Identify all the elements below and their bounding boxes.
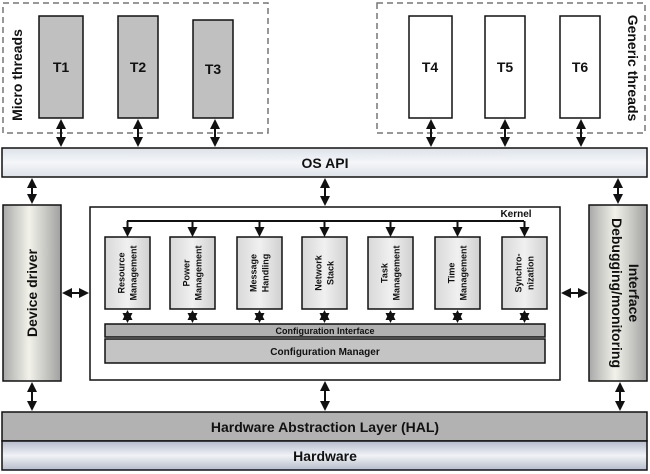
- hardware-layer[interactable]: [1, 440, 648, 471]
- debug-label-line1: Debugging/monitoring: [609, 218, 625, 368]
- configuration-interface-label: Configuration Interface: [275, 326, 374, 336]
- kernel-module-label-line2: Management: [392, 245, 402, 300]
- configuration-manager[interactable]: [104, 338, 546, 364]
- hal-label: Hardware Abstraction Layer (HAL): [211, 419, 439, 435]
- thread-t6-label: T6: [572, 59, 589, 75]
- kernel-module-box[interactable]: [501, 236, 548, 310]
- thread-t5-label: T5: [497, 59, 514, 75]
- kernel-module-label-line1: Message: [249, 254, 259, 292]
- thread-t2[interactable]: [117, 15, 159, 119]
- thread-t6[interactable]: [559, 15, 601, 119]
- thread-arrows: [56, 119, 586, 147]
- hardware-label: Hardware: [293, 448, 357, 464]
- thread-t5[interactable]: [484, 15, 526, 119]
- osapi-arrows: [27, 178, 623, 206]
- generic-threads-label: Generic threads: [625, 15, 641, 122]
- kernel-module-label-line2: Stack: [326, 260, 336, 285]
- thread-t1-label: T1: [53, 59, 70, 75]
- thread-t1[interactable]: [38, 15, 84, 119]
- debug-label-line2: Interface: [626, 264, 642, 323]
- kernel-module-label-line2: Management: [459, 245, 469, 300]
- kernel-module-label-line1: Power: [182, 259, 192, 287]
- thread-t3[interactable]: [192, 19, 234, 119]
- generic-threads-border: [376, 2, 646, 134]
- thread-t3-label: T3: [205, 61, 222, 77]
- kernel-module-box[interactable]: [236, 236, 283, 310]
- kernel-label: Kernel: [500, 209, 531, 220]
- kernel-module-label-line2: nization: [526, 256, 536, 290]
- os-api-label: OS API: [302, 155, 349, 171]
- kernel-module-label-line1: Resource: [117, 252, 127, 293]
- thread-t2-label: T2: [130, 59, 147, 75]
- kernel-module-label-line2: Handling: [261, 254, 271, 293]
- kernel-module-box[interactable]: [301, 236, 348, 310]
- kernel-module-label-line1: Time: [447, 263, 457, 284]
- os-api-layer[interactable]: [1, 147, 648, 178]
- kernel-module-label-line1: Synchro-: [514, 253, 524, 292]
- generic-threads-group: Generic threads T4 T5 T6: [376, 2, 646, 134]
- device-driver[interactable]: [2, 204, 62, 382]
- configuration-interface[interactable]: [104, 323, 546, 338]
- kernel-module-label-line1: Network: [314, 254, 324, 291]
- kernel-module-box[interactable]: [104, 236, 151, 310]
- device-driver-label: Device driver: [24, 248, 40, 336]
- hal-layer[interactable]: [1, 411, 648, 442]
- kernel-module[interactable]: Synchro-nization: [501, 221, 548, 323]
- kernel-module-box[interactable]: [367, 236, 414, 310]
- thread-t4[interactable]: [408, 15, 453, 119]
- configuration-manager-label: Configuration Manager: [270, 347, 380, 358]
- kernel-module-box[interactable]: [169, 236, 216, 310]
- hal-arrows: [27, 381, 625, 411]
- kernel-module-label-line2: Management: [194, 245, 204, 300]
- kernel-module-label-line1: Task: [380, 262, 390, 283]
- micro-threads-border: [2, 2, 269, 134]
- micro-threads-group: Micro threads T1 T2 T3: [2, 2, 269, 134]
- micro-threads-label: Micro threads: [9, 29, 25, 121]
- kernel-module-box[interactable]: [434, 236, 481, 310]
- debug-monitoring-interface[interactable]: [588, 204, 648, 382]
- kernel-module-label-line2: Management: [129, 245, 139, 300]
- thread-t4-label: T4: [422, 59, 439, 75]
